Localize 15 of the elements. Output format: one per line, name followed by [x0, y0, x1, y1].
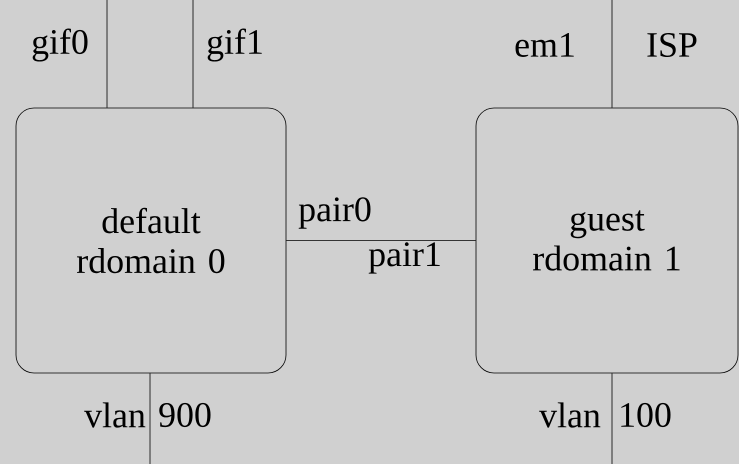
rdomain-box: guest rdomain 1: [476, 108, 738, 374]
interface-label: pair0: [298, 197, 370, 229]
connector-line: [106, 0, 108, 108]
interface-label: em1: [516, 32, 574, 57]
interface-label: 900: [159, 402, 211, 428]
interface-label: vlan: [84, 402, 146, 428]
interface-label: vlan: [539, 402, 600, 428]
interface-label: pair1: [368, 242, 440, 274]
rdomain-box: default rdomain 0: [16, 108, 286, 374]
connector-line: [192, 0, 194, 108]
interface-label: gif0: [32, 28, 88, 62]
interface-label: ISP: [647, 32, 696, 58]
connector-line: [286, 240, 476, 241]
interface-label: 100: [621, 402, 671, 428]
interface-label: gif1: [208, 28, 262, 62]
